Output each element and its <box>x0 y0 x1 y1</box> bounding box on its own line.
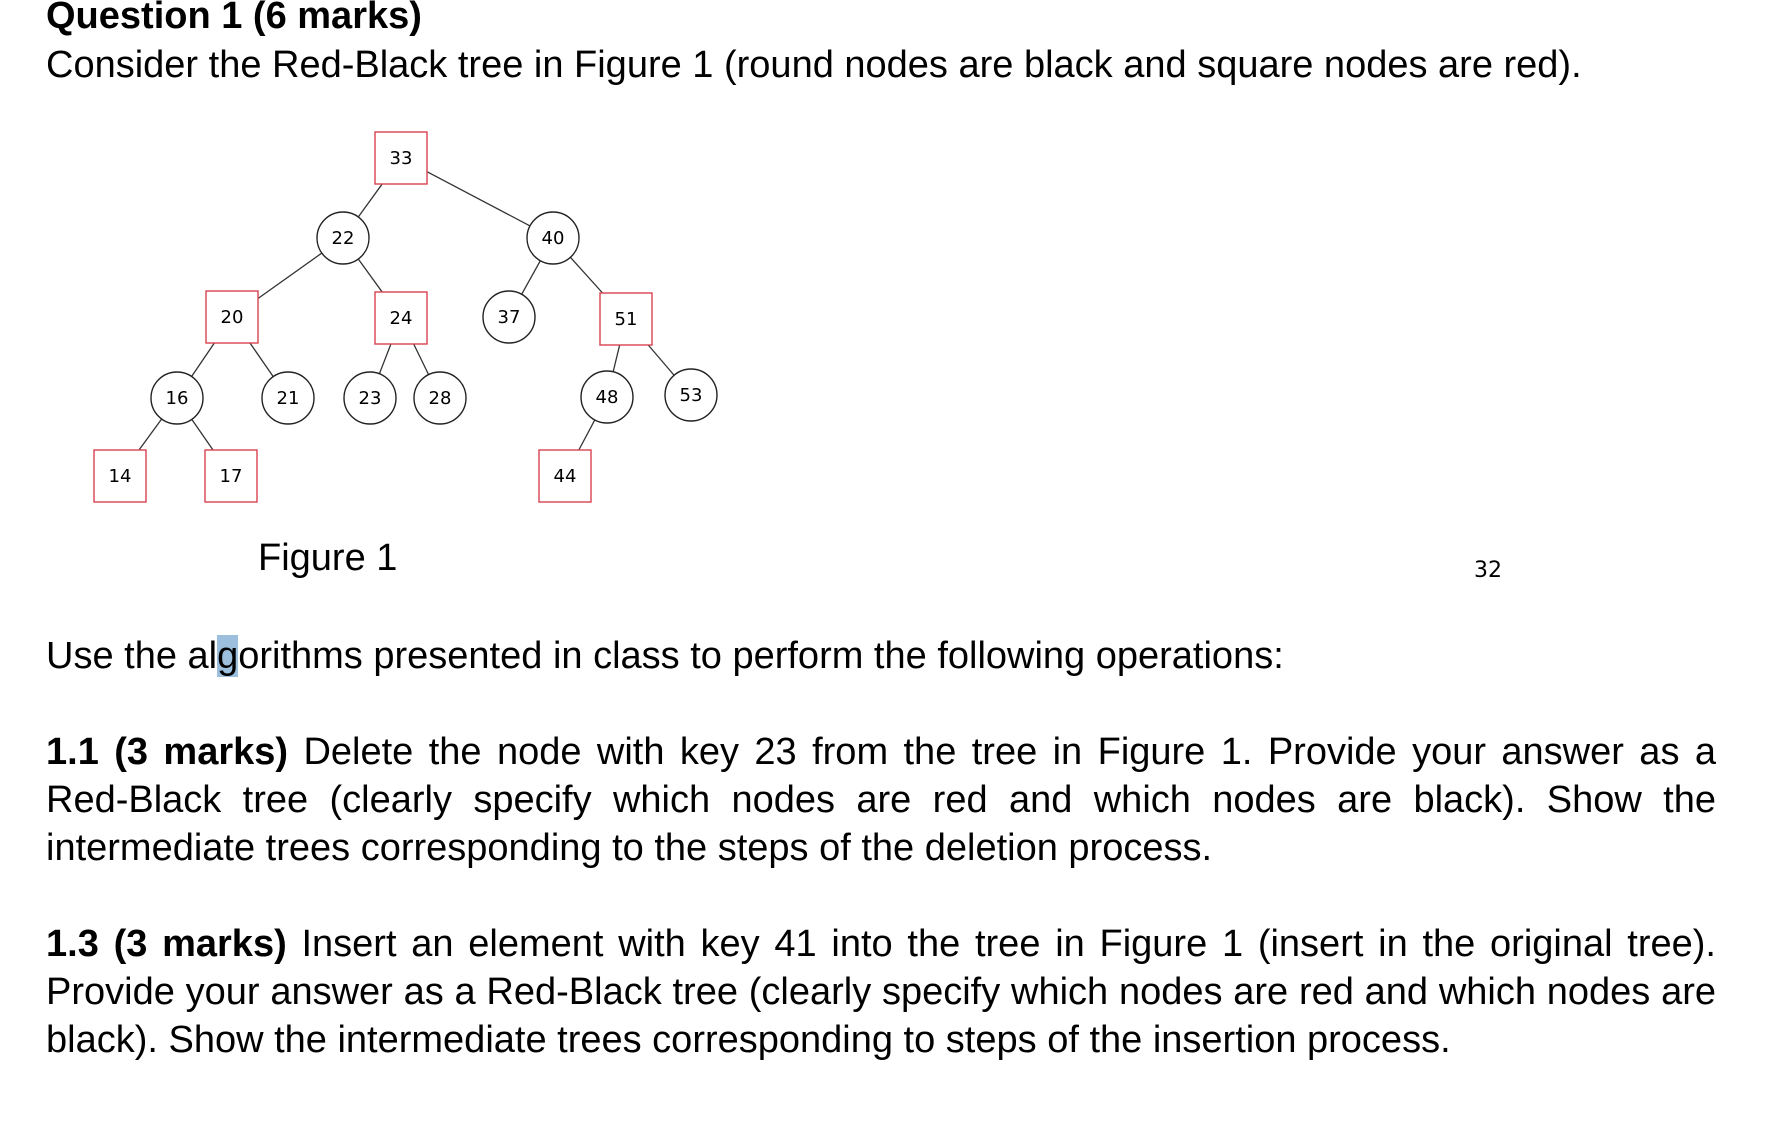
red-black-tree-figure: 33 22 40 20 24 37 51 16 21 23 28 48 53 14 17 44 <box>93 131 718 503</box>
tree-node-53: 53 <box>664 368 718 422</box>
black-round-node-shape <box>580 370 634 424</box>
black-round-node-shape <box>413 371 467 425</box>
black-round-node-shape <box>150 371 204 425</box>
black-round-node-shape <box>526 211 580 265</box>
tree-node-37: 37 <box>482 290 536 344</box>
tree-node-label: 48 <box>596 387 619 408</box>
question-intro: Consider the Red-Black tree in Figure 1 … <box>46 44 1582 86</box>
red-square-node-shape <box>93 449 147 503</box>
tree-node-40: 40 <box>526 211 580 265</box>
black-round-node-shape <box>343 371 397 425</box>
tree-node-label: 51 <box>615 309 638 330</box>
stray-number: 32 <box>1474 558 1502 583</box>
tree-node-21: 21 <box>261 371 315 425</box>
tree-node-33: 33 <box>374 131 428 185</box>
tree-node-label: 22 <box>332 228 355 249</box>
tree-node-label: 14 <box>109 466 132 487</box>
tree-node-48: 48 <box>580 370 634 424</box>
black-round-node-shape <box>482 290 536 344</box>
red-square-node-shape <box>374 291 428 345</box>
tree-node-label: 23 <box>359 388 382 409</box>
tree-edge-20-21 <box>249 342 274 377</box>
tree-node-label: 40 <box>542 228 565 249</box>
red-square-node-shape <box>374 131 428 185</box>
task-1-3: 1.3 (3 marks) Insert an element with key… <box>46 920 1716 1064</box>
task-1-3-text: Insert an element with key 41 into the t… <box>46 923 1716 1061</box>
tree-edges <box>138 171 675 451</box>
tree-node-51: 51 <box>599 292 653 346</box>
tree-edge-24-23 <box>378 343 392 374</box>
instruction-text: Use the algorithms presented in class to… <box>46 634 1284 678</box>
text-selection-highlight: g <box>217 635 239 677</box>
tree-edge-33-40 <box>426 171 531 227</box>
question-heading: Question 1 (6 marks) <box>46 0 422 37</box>
red-square-node-shape <box>599 292 653 346</box>
tree-node-23: 23 <box>343 371 397 425</box>
tree-edge-51-53 <box>647 344 675 376</box>
tree-node-label: 33 <box>390 148 413 169</box>
tree-node-44: 44 <box>538 449 592 503</box>
tree-edge-24-28 <box>413 343 430 375</box>
tree-node-label: 16 <box>166 388 189 409</box>
tree-edge-51-48 <box>612 344 621 372</box>
tree-nodes: 33 22 40 20 24 37 51 16 21 23 28 48 53 14 17 44 <box>93 131 718 503</box>
black-round-node-shape <box>664 368 718 422</box>
tree-edge-40-51 <box>569 256 604 294</box>
tree-node-label: 28 <box>429 388 452 409</box>
figure-caption: Figure 1 <box>258 537 398 579</box>
tree-node-14: 14 <box>93 449 147 503</box>
tree-node-17: 17 <box>204 449 258 503</box>
tree-node-24: 24 <box>374 291 428 345</box>
tree-edge-33-22 <box>357 183 383 218</box>
tree-edge-22-24 <box>357 258 383 293</box>
tree-edge-40-37 <box>521 260 541 295</box>
tree-node-20: 20 <box>205 290 259 344</box>
tree-node-22: 22 <box>316 211 370 265</box>
tree-node-label: 17 <box>220 466 243 487</box>
instruction-before: Use the al <box>46 635 218 677</box>
black-round-node-shape <box>316 211 370 265</box>
tree-edge-48-44 <box>578 419 596 451</box>
red-square-node-shape <box>204 449 258 503</box>
tree-node-label: 37 <box>498 307 521 328</box>
task-1-1-label: 1.1 (3 marks) <box>46 731 289 773</box>
task-1-3-label: 1.3 (3 marks) <box>46 923 287 965</box>
tree-node-label: 44 <box>554 466 577 487</box>
tree-node-label: 21 <box>277 388 300 409</box>
tree-node-label: 24 <box>390 308 413 329</box>
tree-node-label: 20 <box>221 307 244 328</box>
red-square-node-shape <box>538 449 592 503</box>
tree-node-label: 53 <box>680 385 703 406</box>
instruction-after: orithms presented in class to perform th… <box>238 635 1284 677</box>
tree-edge-22-20 <box>257 252 323 300</box>
task-1-1-text: Delete the node with key 23 from the tre… <box>46 731 1716 869</box>
tree-node-28: 28 <box>413 371 467 425</box>
task-1-1: 1.1 (3 marks) Delete the node with key 2… <box>46 728 1716 872</box>
black-round-node-shape <box>261 371 315 425</box>
tree-edge-16-17 <box>191 419 214 451</box>
tree-edge-16-14 <box>138 418 163 451</box>
tree-node-16: 16 <box>150 371 204 425</box>
red-square-node-shape <box>205 290 259 344</box>
tree-edge-20-16 <box>191 342 215 377</box>
